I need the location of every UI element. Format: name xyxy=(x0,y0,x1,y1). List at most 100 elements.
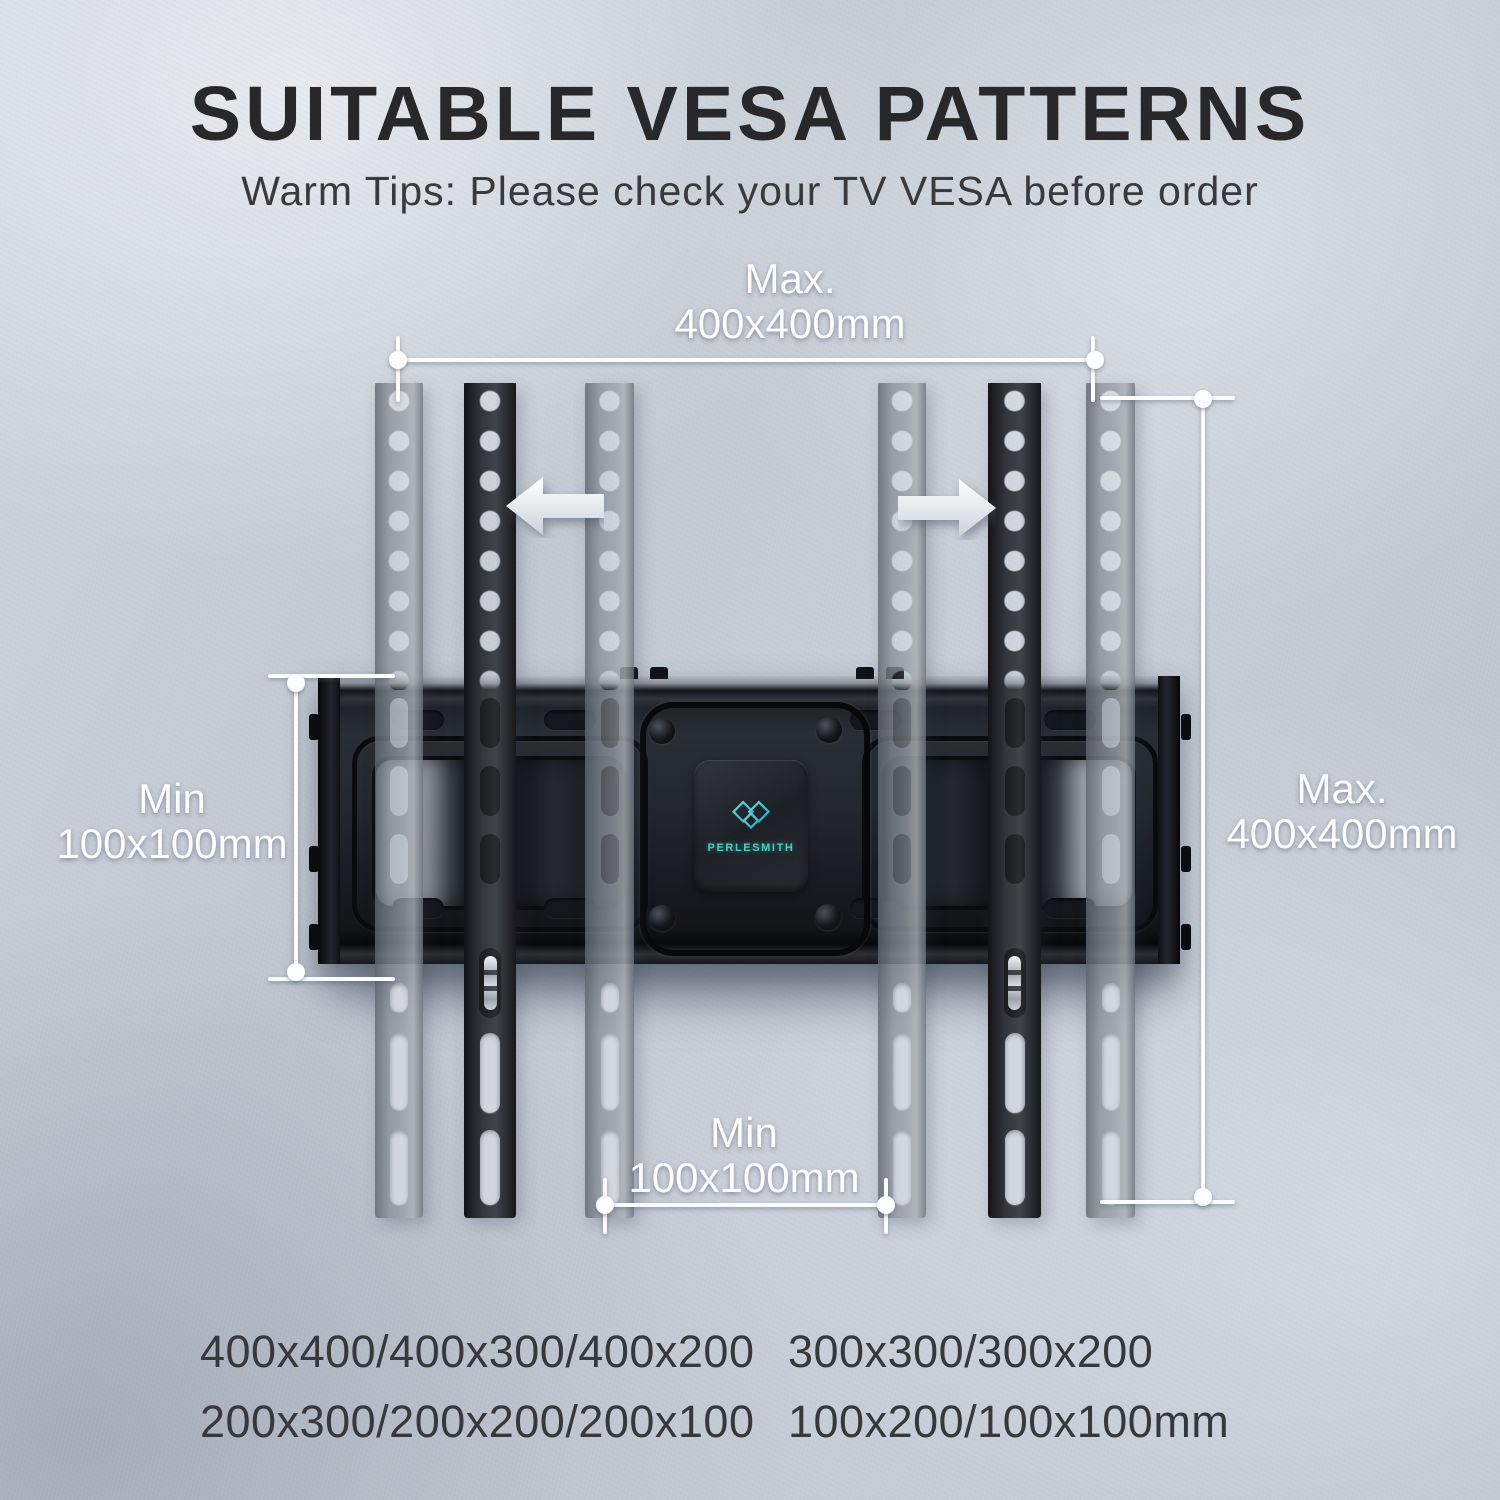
rail-slot xyxy=(390,983,408,1012)
vesa-list-row1-right: 300x300/300x200 xyxy=(788,1326,1154,1377)
dimension-dot xyxy=(287,674,305,692)
rail-mid xyxy=(1086,690,1135,962)
mount-hook xyxy=(1181,924,1191,950)
rail-slot xyxy=(390,834,408,884)
rail-holes xyxy=(878,383,926,690)
dimension-dot xyxy=(1086,351,1104,369)
rail-slot xyxy=(1101,1130,1120,1205)
rail-slot xyxy=(1004,834,1025,884)
dimension-dot xyxy=(287,963,305,981)
rail-slot xyxy=(893,766,911,816)
rail-holes xyxy=(585,383,634,690)
dimension-dot xyxy=(877,1196,895,1214)
rail-slot xyxy=(1101,834,1120,884)
rail-mid xyxy=(375,690,423,962)
dimension-cap xyxy=(268,674,395,678)
bolt-band xyxy=(483,970,497,975)
rail-bottom xyxy=(1086,962,1135,1218)
dimension-dot xyxy=(596,1196,614,1214)
mount-endcap-right xyxy=(1158,676,1180,964)
rail-slot xyxy=(893,834,911,884)
dimension-cap xyxy=(268,977,395,981)
rail-bottom xyxy=(375,962,423,1218)
mount-hook xyxy=(309,846,319,872)
rail-slot xyxy=(893,1130,911,1205)
rail-slot xyxy=(390,1033,408,1110)
rail-slot xyxy=(390,1130,408,1205)
rail-slot xyxy=(1101,983,1120,1012)
vesa-rail-gray-1 xyxy=(375,383,423,1218)
rail-slot xyxy=(893,983,911,1012)
dimension-dot xyxy=(1194,1188,1212,1206)
vesa-center-frame xyxy=(640,702,870,956)
rail-slot xyxy=(1101,1033,1120,1110)
mount-top-tab xyxy=(856,667,874,679)
vesa-list-row1-left: 400x400/400x300/400x200 xyxy=(200,1326,755,1377)
rail-slot xyxy=(1004,698,1025,748)
mount-hook xyxy=(1181,846,1191,872)
rail-slot xyxy=(390,698,408,748)
vesa-rail-gray-6 xyxy=(1086,383,1135,1218)
vesa-list-row2-left: 200x300/200x200/200x100 xyxy=(200,1396,755,1447)
plate-slot xyxy=(544,898,596,918)
mount-hook xyxy=(309,924,319,950)
rail-mid xyxy=(464,690,516,962)
rail-slot xyxy=(480,834,500,884)
brand-name: PERLESMITH xyxy=(707,841,795,854)
bolt-band xyxy=(1008,986,1021,991)
rail-slot xyxy=(390,766,408,816)
dimension-cap xyxy=(396,336,400,402)
mount-hook xyxy=(309,714,319,740)
plate-slot xyxy=(544,710,596,730)
rail-slot xyxy=(893,1033,911,1110)
rail-slot xyxy=(480,766,500,816)
rail-mid xyxy=(988,690,1041,962)
mount-endcap-left xyxy=(318,676,340,964)
bolt-band xyxy=(1008,970,1021,975)
rail-slot xyxy=(1004,1130,1025,1205)
rail-slot xyxy=(1101,698,1120,748)
dimension-dot xyxy=(389,351,407,369)
plate-slot xyxy=(1044,898,1096,918)
rail-slot xyxy=(600,983,619,1012)
rail-mid xyxy=(878,690,926,962)
slide-left-arrow-icon xyxy=(506,477,604,535)
vesa-list-row2-right: 100x200/100x100mm xyxy=(788,1396,1230,1447)
rail-slot xyxy=(1004,1033,1025,1113)
page-title: SUITABLE VESA PATTERNS xyxy=(189,71,1311,157)
screw-icon xyxy=(649,905,675,931)
rail-slot xyxy=(480,1130,500,1205)
screw-icon xyxy=(815,904,841,930)
rail-slot xyxy=(600,834,619,884)
dimension-cap xyxy=(1100,396,1235,400)
plate-slot xyxy=(1044,710,1096,730)
rail-slot xyxy=(480,698,500,748)
slide-right-arrow-icon xyxy=(898,479,996,537)
rail-slot xyxy=(600,766,619,816)
dimension-dot xyxy=(1194,390,1212,408)
dimension-cap xyxy=(1100,1200,1235,1204)
rail-slot xyxy=(1004,766,1025,816)
rail-bottom xyxy=(585,962,634,1218)
dimension-line xyxy=(1201,398,1205,1197)
mount-hook xyxy=(1181,714,1191,740)
dimension-line xyxy=(605,1203,886,1207)
dimension-line xyxy=(294,681,298,974)
screw-icon xyxy=(649,718,675,744)
min-height-label: Min 100x100mm xyxy=(56,775,288,867)
rail-slot xyxy=(480,1033,500,1113)
mount-top-tab xyxy=(650,667,668,679)
screw-icon xyxy=(816,717,842,743)
perlesmith-logo-icon xyxy=(731,800,771,829)
rail-mid xyxy=(585,690,634,962)
page-subtitle: Warm Tips: Please check your TV VESA bef… xyxy=(241,168,1259,214)
rail-slot xyxy=(600,1033,619,1110)
dimension-line xyxy=(398,358,1095,362)
rail-bolt xyxy=(483,956,497,1010)
bolt-band xyxy=(483,986,497,991)
dimension-cap xyxy=(1091,336,1095,402)
brand-panel: PERLESMITH xyxy=(694,760,808,892)
rail-bottom xyxy=(878,962,926,1218)
rail-slot xyxy=(600,698,619,748)
